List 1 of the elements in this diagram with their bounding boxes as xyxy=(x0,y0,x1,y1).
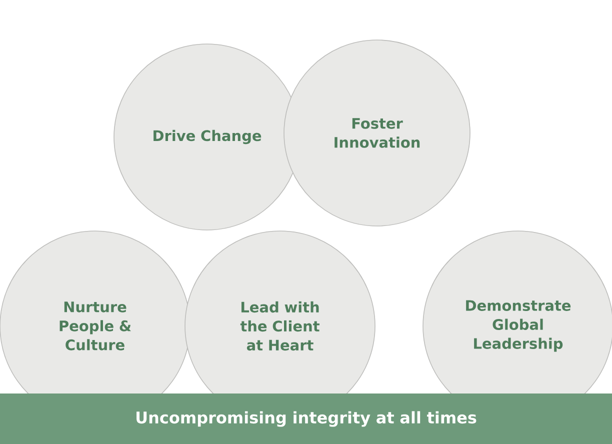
integrity-banner: Uncompromising integrity at all times xyxy=(0,394,612,444)
